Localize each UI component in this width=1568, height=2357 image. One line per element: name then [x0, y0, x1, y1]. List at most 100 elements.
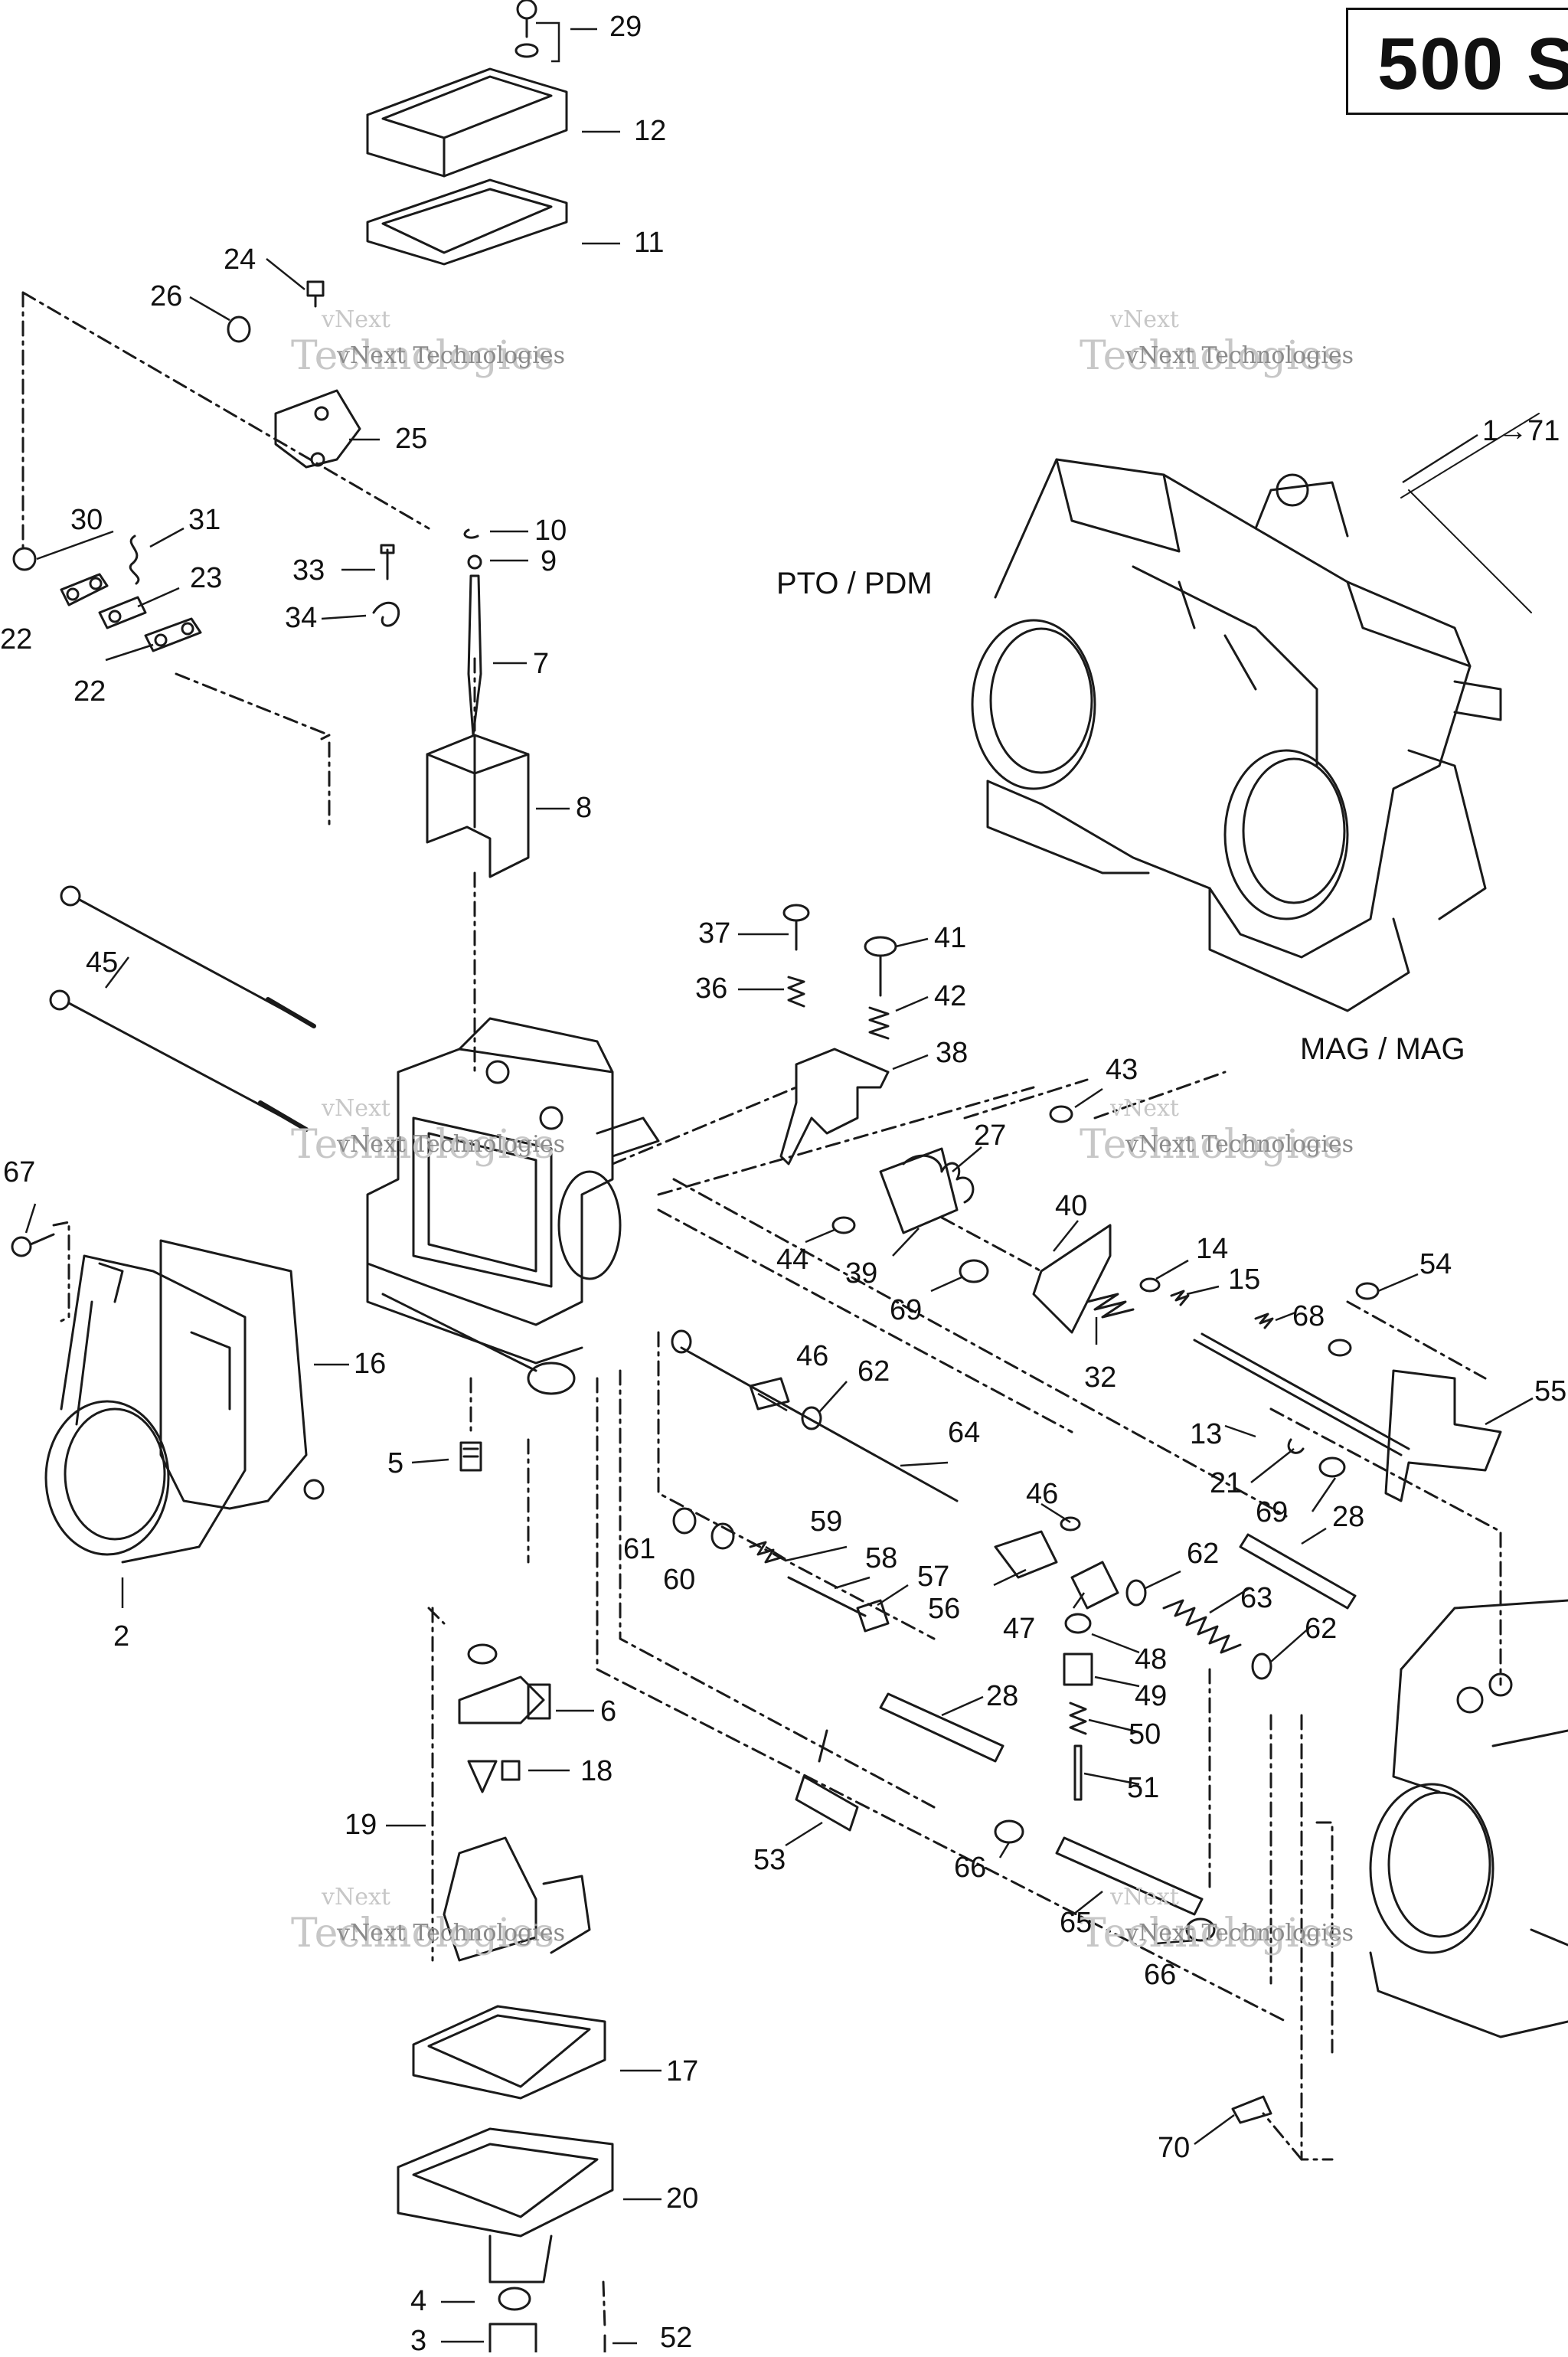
- throttle-slide-8: [426, 734, 530, 878]
- gasket-17: [412, 2005, 606, 2100]
- callout-4: 4: [410, 2285, 427, 2317]
- callout-32: 32: [1084, 1362, 1117, 1394]
- screw-67: [11, 1233, 55, 1257]
- spring-36: [787, 976, 805, 1008]
- screw-43: [1049, 1105, 1073, 1123]
- callout-45: 45: [86, 946, 119, 979]
- callout-19: 19: [345, 1809, 377, 1841]
- callout-17: 17: [666, 2055, 699, 2087]
- callout-24: 24: [224, 244, 256, 276]
- spring-50: [1069, 1702, 1087, 1735]
- callout-28-b: 28: [986, 1680, 1019, 1712]
- washer-62b: [1125, 1579, 1147, 1607]
- washer-62a: [801, 1406, 822, 1430]
- screw-46b: [1060, 1516, 1081, 1532]
- link-23: [98, 596, 147, 629]
- screw-58: [787, 1576, 867, 1617]
- callout-52: 52: [660, 2322, 693, 2354]
- washer-26: [227, 315, 251, 343]
- callout-40: 40: [1055, 1190, 1088, 1222]
- plunger-51: [1073, 1744, 1083, 1801]
- callout-22-a: 22: [0, 623, 33, 655]
- spring-42: [868, 1006, 890, 1040]
- bracket-25: [274, 389, 361, 469]
- callout-29: 29: [609, 11, 642, 43]
- callout-8: 8: [576, 792, 593, 824]
- plunger-nut-49: [1063, 1653, 1093, 1686]
- callout-9: 9: [541, 545, 557, 577]
- pulley-39: [879, 1147, 959, 1234]
- callout-66-b: 66: [1144, 1959, 1177, 1991]
- callout-6: 6: [600, 1695, 617, 1728]
- screw-24: [306, 280, 325, 308]
- callout-60: 60: [663, 1564, 696, 1596]
- callout-10: 10: [534, 515, 567, 547]
- callout-5: 5: [387, 1447, 404, 1479]
- spring-68: [1254, 1313, 1274, 1329]
- screw-44: [831, 1216, 856, 1234]
- callout-13: 13: [1190, 1418, 1223, 1450]
- o-ring-61: [672, 1507, 697, 1535]
- drain-plug-3: [488, 2323, 537, 2352]
- screw-14: [1139, 1277, 1161, 1293]
- callout-34: 34: [285, 602, 318, 634]
- callout-26: 26: [150, 280, 183, 312]
- carburetor-body: [366, 1017, 660, 1395]
- spring-59: [749, 1541, 782, 1564]
- model-title-box: 500 S: [1346, 8, 1568, 115]
- callout-48: 48: [1135, 1643, 1168, 1675]
- callout-62-c: 62: [1305, 1613, 1338, 1645]
- shaft-13: [1193, 1332, 1410, 1456]
- carb-top-cover: [366, 67, 568, 178]
- callout-53: 53: [753, 1844, 786, 1876]
- callout-1-to-71: 1→71: [1482, 415, 1560, 447]
- callout-57: 57: [917, 1561, 950, 1593]
- callout-28-a: 28: [1332, 1501, 1365, 1533]
- screw-29: [514, 0, 539, 58]
- callout-66-a: 66: [954, 1852, 987, 1884]
- screw-41: [864, 936, 897, 997]
- callout-61: 61: [623, 1533, 656, 1565]
- link-plate-22b: [144, 617, 202, 652]
- callout-3: 3: [410, 2325, 427, 2357]
- cap-70: [1231, 2095, 1272, 2124]
- callout-58: 58: [865, 1542, 898, 1574]
- callout-65: 65: [1060, 1907, 1093, 1939]
- callout-46-b: 46: [1026, 1478, 1059, 1510]
- washer-69b: [1318, 1456, 1346, 1478]
- callout-69-a: 69: [890, 1294, 923, 1326]
- air-horn-2: [44, 1254, 247, 1564]
- washer-60: [710, 1522, 735, 1550]
- screw-54b: [1328, 1339, 1352, 1357]
- callout-31: 31: [188, 504, 221, 536]
- callout-68: 68: [1292, 1300, 1325, 1332]
- callout-21: 21: [1210, 1467, 1243, 1499]
- spring-31: [129, 534, 140, 585]
- lever-46a: [749, 1377, 790, 1411]
- hose-65: [1055, 1836, 1204, 1916]
- washer-62c: [1251, 1653, 1272, 1680]
- callout-63: 63: [1240, 1582, 1273, 1614]
- gasket-16: [159, 1239, 308, 1510]
- callout-54: 54: [1419, 1248, 1452, 1280]
- callout-16: 16: [354, 1348, 387, 1380]
- callout-12: 12: [634, 115, 667, 147]
- callout-50: 50: [1129, 1718, 1161, 1751]
- callout-62-b: 62: [1187, 1538, 1220, 1570]
- spring-27: [902, 1154, 975, 1204]
- clamp-66b: [1185, 1917, 1216, 1942]
- callout-44: 44: [776, 1244, 809, 1276]
- callout-23: 23: [190, 562, 223, 594]
- callout-38: 38: [936, 1037, 969, 1069]
- bolt-45b: [49, 989, 309, 1132]
- throttle-lever-40: [1032, 1224, 1112, 1334]
- callout-55: 55: [1534, 1375, 1567, 1407]
- callout-64: 64: [948, 1417, 981, 1449]
- callout-22-b: 22: [74, 675, 106, 708]
- callout-37: 37: [698, 917, 731, 950]
- leader-lines: [24, 21, 1534, 2345]
- clamp-66a: [994, 1819, 1024, 1844]
- jet-6: [527, 1683, 551, 1720]
- float-bowl-20: [397, 2127, 614, 2283]
